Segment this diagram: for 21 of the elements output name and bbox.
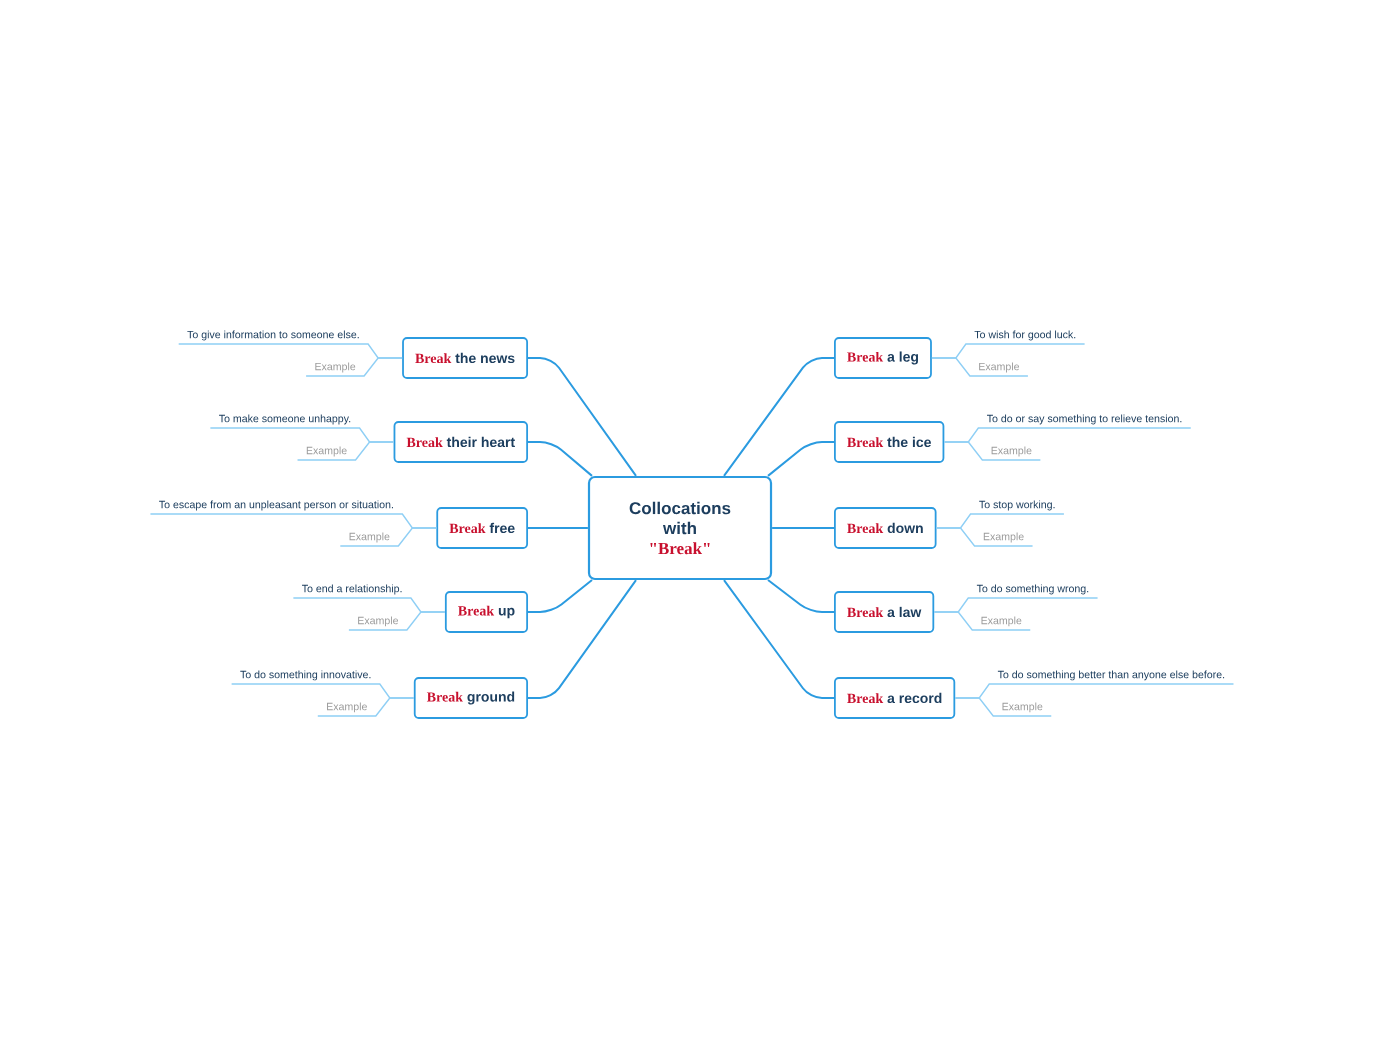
central-topic-box: Collocations with "Break" [587,475,773,581]
branch-line [527,579,637,699]
connector-line [305,357,403,377]
connector-line [348,611,446,631]
connector-line [933,611,1031,631]
branch-line [767,579,835,613]
branch-line [527,441,593,477]
connector-line [339,527,438,547]
connector-line [954,697,1052,717]
branch-line [771,527,835,529]
branch-line [767,441,835,477]
connector-line [935,527,1034,547]
connector-line [317,697,415,717]
branch-line [723,579,835,699]
connector-line [296,441,395,461]
connector-line [931,357,1029,377]
branch-line [527,357,637,477]
branch-line [723,357,835,477]
branch-line [527,527,589,529]
branch-line [527,579,593,613]
connector-line [943,441,1042,461]
